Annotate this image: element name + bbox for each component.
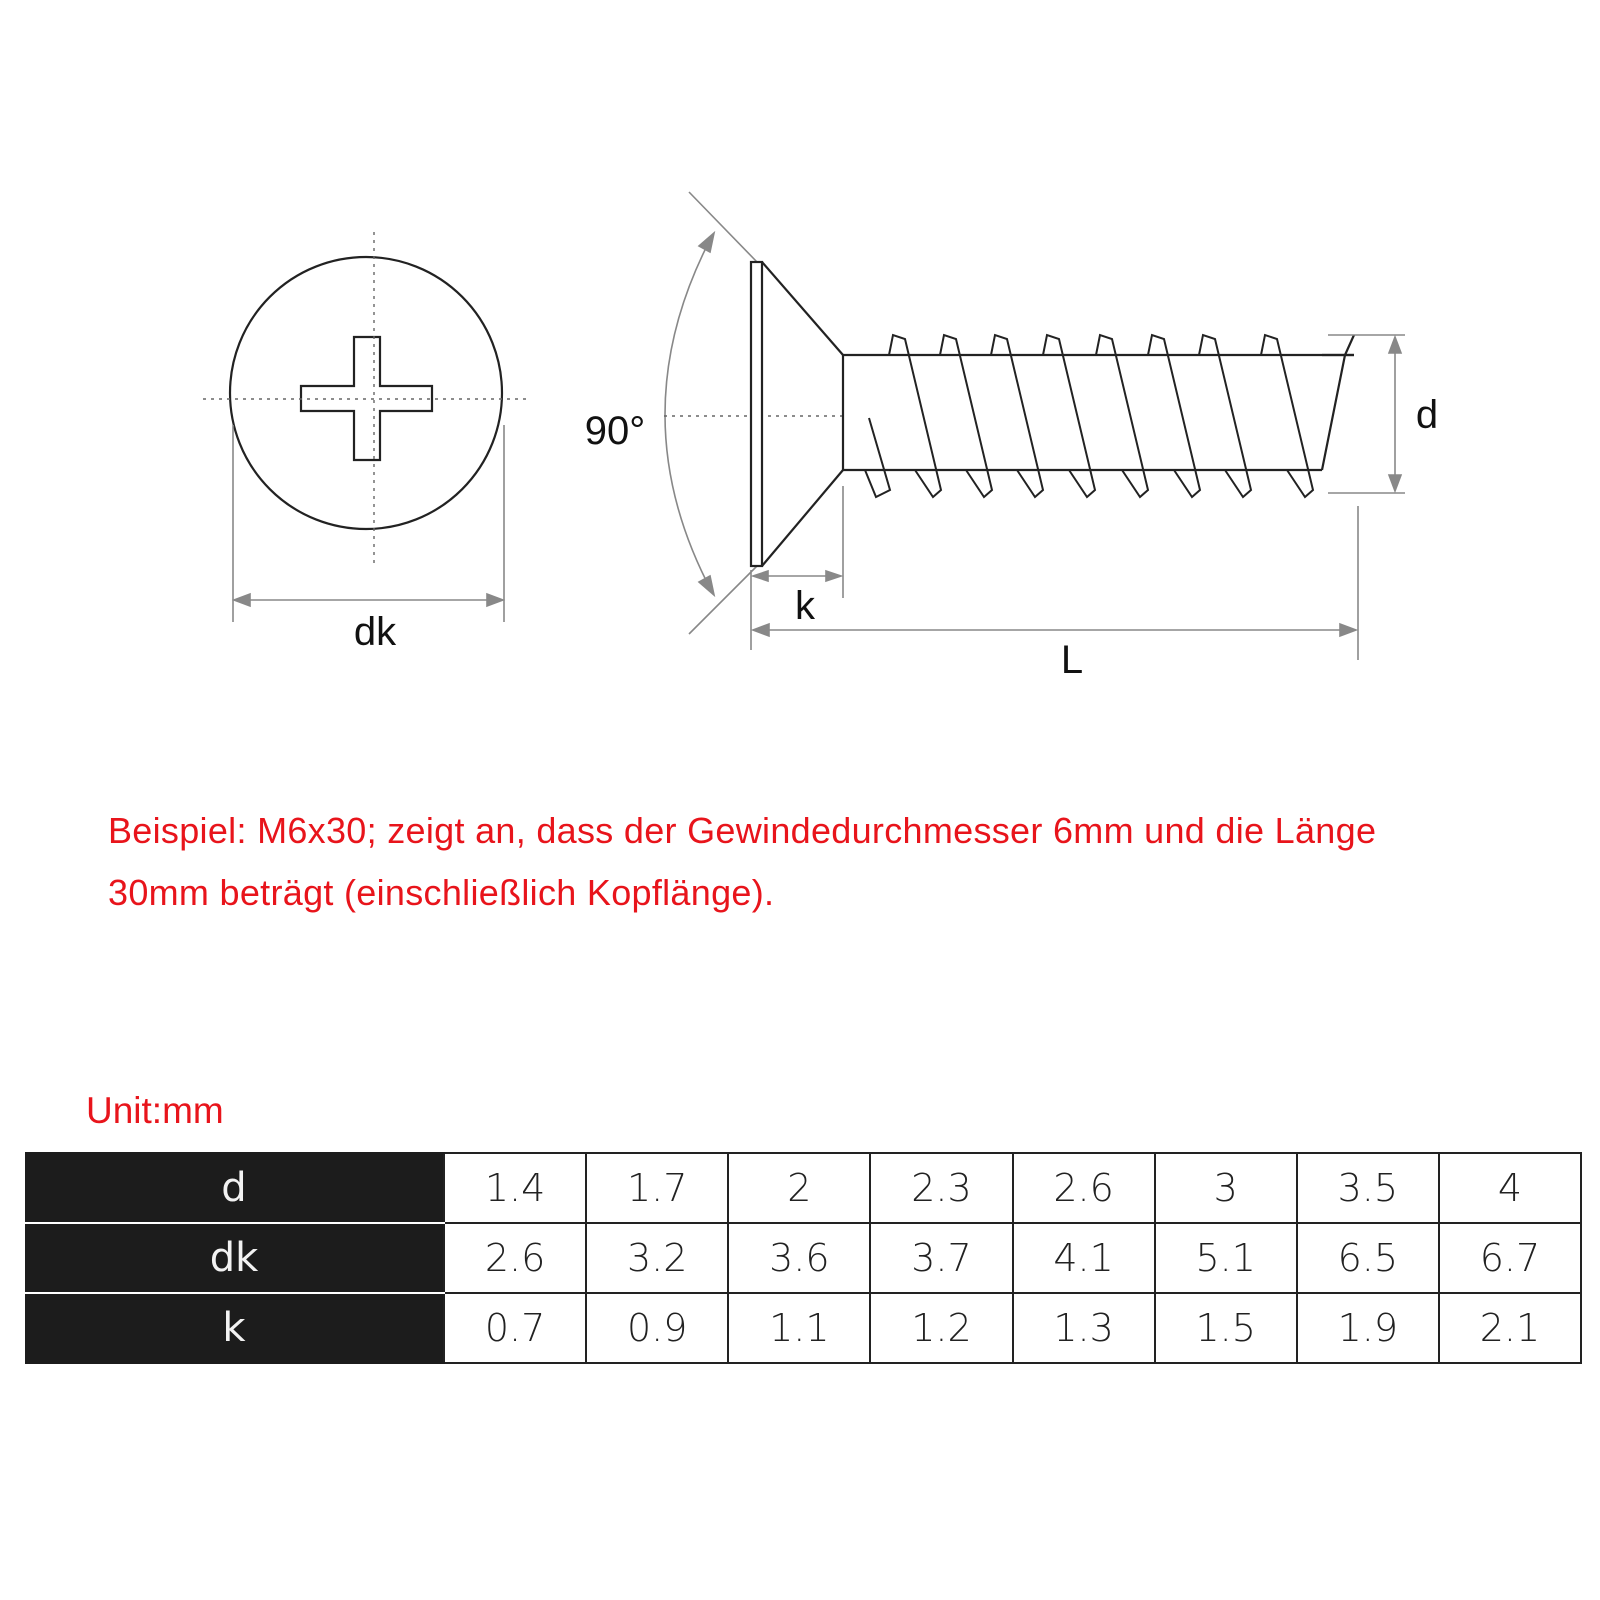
k-dimension [750, 486, 844, 650]
row-header-dk: dk [25, 1222, 444, 1294]
head-center-lines [203, 232, 530, 565]
phillips-cross-recess [299, 335, 434, 462]
table-cell: 3 [1153, 1152, 1298, 1224]
k-label: k [795, 584, 816, 628]
table-cell: 6.5 [1295, 1222, 1440, 1294]
thread-crest [1042, 333, 1097, 499]
head-outline-circle [228, 255, 504, 531]
thread-crest [1260, 333, 1315, 499]
L-label: L [1061, 638, 1083, 682]
table-cell: 1.7 [585, 1152, 730, 1224]
table-cell: 3.6 [727, 1222, 872, 1294]
screw-threads [864, 333, 1315, 499]
table-cell: 2.6 [442, 1222, 588, 1294]
thread-crest [888, 333, 943, 499]
row-header-d: d [25, 1152, 444, 1224]
row-header-k: k [25, 1292, 444, 1364]
thread-crest [939, 333, 994, 499]
screw-technical-drawing: dk 90° d k [203, 191, 1438, 682]
table-cell: 1.5 [1153, 1292, 1298, 1364]
table-cell: 4 [1437, 1152, 1583, 1224]
head-top-view [228, 255, 504, 531]
table-cell: 1.1 [727, 1292, 872, 1364]
dk-dimension [231, 425, 506, 622]
d-dimension [1328, 334, 1405, 494]
table-cell: 6.7 [1437, 1222, 1583, 1294]
table-cell: 0.7 [442, 1292, 588, 1364]
table-cell: 0.9 [585, 1292, 730, 1364]
d-label: d [1416, 393, 1438, 437]
L-dimension [750, 506, 1359, 660]
table-cell: 1.4 [442, 1152, 588, 1224]
example-line-1: Beispiel: M6x30; zeigt an, dass der Gewi… [108, 810, 1377, 851]
example-description: Beispiel: M6x30; zeigt an, dass der Gewi… [108, 800, 1578, 924]
example-line-2: 30mm beträgt (einschließlich Kopflänge). [108, 872, 775, 913]
angle-dimension [664, 191, 758, 635]
table-cell: 2.1 [1437, 1292, 1583, 1364]
table-cell: 2.3 [869, 1152, 1014, 1224]
dk-label: dk [354, 610, 397, 654]
table-cell: 1.9 [1295, 1292, 1440, 1364]
thread-crest-partial [864, 417, 892, 499]
table-cell: 5.1 [1153, 1222, 1298, 1294]
table-cell: 3.5 [1295, 1152, 1440, 1224]
table-cell: 3.7 [869, 1222, 1014, 1294]
thread-crest [1095, 333, 1150, 499]
unit-label: Unit:mm [86, 1090, 224, 1131]
table-cell: 4.1 [1011, 1222, 1156, 1294]
table-cell: 2 [727, 1152, 872, 1224]
table-cell: 1.3 [1011, 1292, 1156, 1364]
thread-crest [990, 333, 1045, 499]
table-cell: 1.2 [869, 1292, 1014, 1364]
thread-crest [1198, 333, 1253, 499]
thread-crest [1147, 333, 1202, 499]
angle-label: 90° [585, 409, 646, 453]
screw-shank [843, 334, 1356, 472]
table-cell: 2.6 [1011, 1152, 1156, 1224]
screw-head-side [749, 260, 845, 568]
table-cell: 3.2 [585, 1222, 730, 1294]
